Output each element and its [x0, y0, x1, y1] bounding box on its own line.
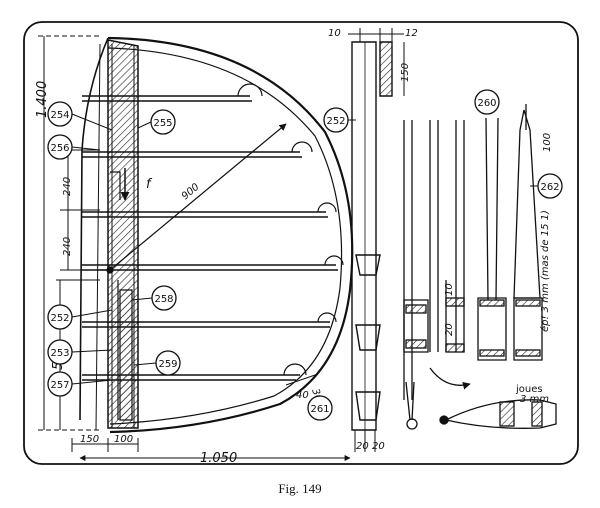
joues-size: 3 mm: [520, 394, 549, 405]
part-259: 259: [158, 359, 177, 370]
part-260: 260: [477, 98, 496, 109]
top-dims: [348, 28, 405, 96]
ribs: [82, 95, 338, 381]
part-262: 262: [540, 182, 559, 193]
part-252a: 252: [50, 313, 69, 324]
main-outline: [79, 36, 354, 434]
force-letter: f: [146, 177, 153, 192]
figure-caption: Fig. 149: [278, 481, 321, 496]
dim-bottom-left: 150: [80, 434, 99, 445]
drawing-frame: [23, 21, 579, 465]
dim-40: 40: [296, 390, 309, 401]
radius-line: [109, 123, 287, 271]
part-261: 261: [310, 404, 329, 415]
part-256: 256: [50, 143, 69, 154]
dim-spacing-upper: 240: [62, 177, 73, 196]
dim-overall-height: 1.400: [35, 81, 50, 118]
part-labels: 254 255 256 252 258 253 259 257 261 252 …: [50, 98, 559, 415]
bottom-dimension-lines: [71, 430, 376, 461]
part-252b: 252: [326, 116, 345, 127]
hinge-detail: [405, 367, 557, 430]
dim-top-150: 150: [400, 63, 411, 82]
dim-bottom-20a: 20: [356, 441, 369, 452]
part-254: 254: [50, 110, 69, 121]
dim-top-10: 10: [328, 28, 341, 39]
inner-members: [100, 171, 133, 421]
radius-label: 900: [180, 182, 202, 203]
dim-spacing-middle: 240: [62, 237, 73, 256]
vertical-note: ép! 3 mm (mas de 15 1): [539, 210, 551, 332]
part-255: 255: [153, 118, 172, 129]
rib-ends: [237, 83, 344, 376]
joues-label: joues: [515, 384, 543, 395]
spar-side-view: [351, 41, 393, 431]
part-258: 258: [154, 294, 173, 305]
dim-overall-width: 1.050: [200, 451, 237, 466]
dim-bottom-20b: 20: [372, 441, 385, 452]
small-dim-line: [285, 373, 319, 386]
dim-top-12: 12: [405, 28, 418, 39]
dim-side-100: 100: [542, 133, 553, 152]
part-leaders: [71, 113, 538, 385]
part-253: 253: [50, 348, 69, 359]
dim-section-10: 10: [444, 283, 455, 296]
part-257: 257: [50, 380, 69, 391]
dim-section-20: 20: [444, 323, 455, 336]
dim-bottom-mid: 100: [114, 434, 133, 445]
rib-details: [403, 104, 543, 400]
